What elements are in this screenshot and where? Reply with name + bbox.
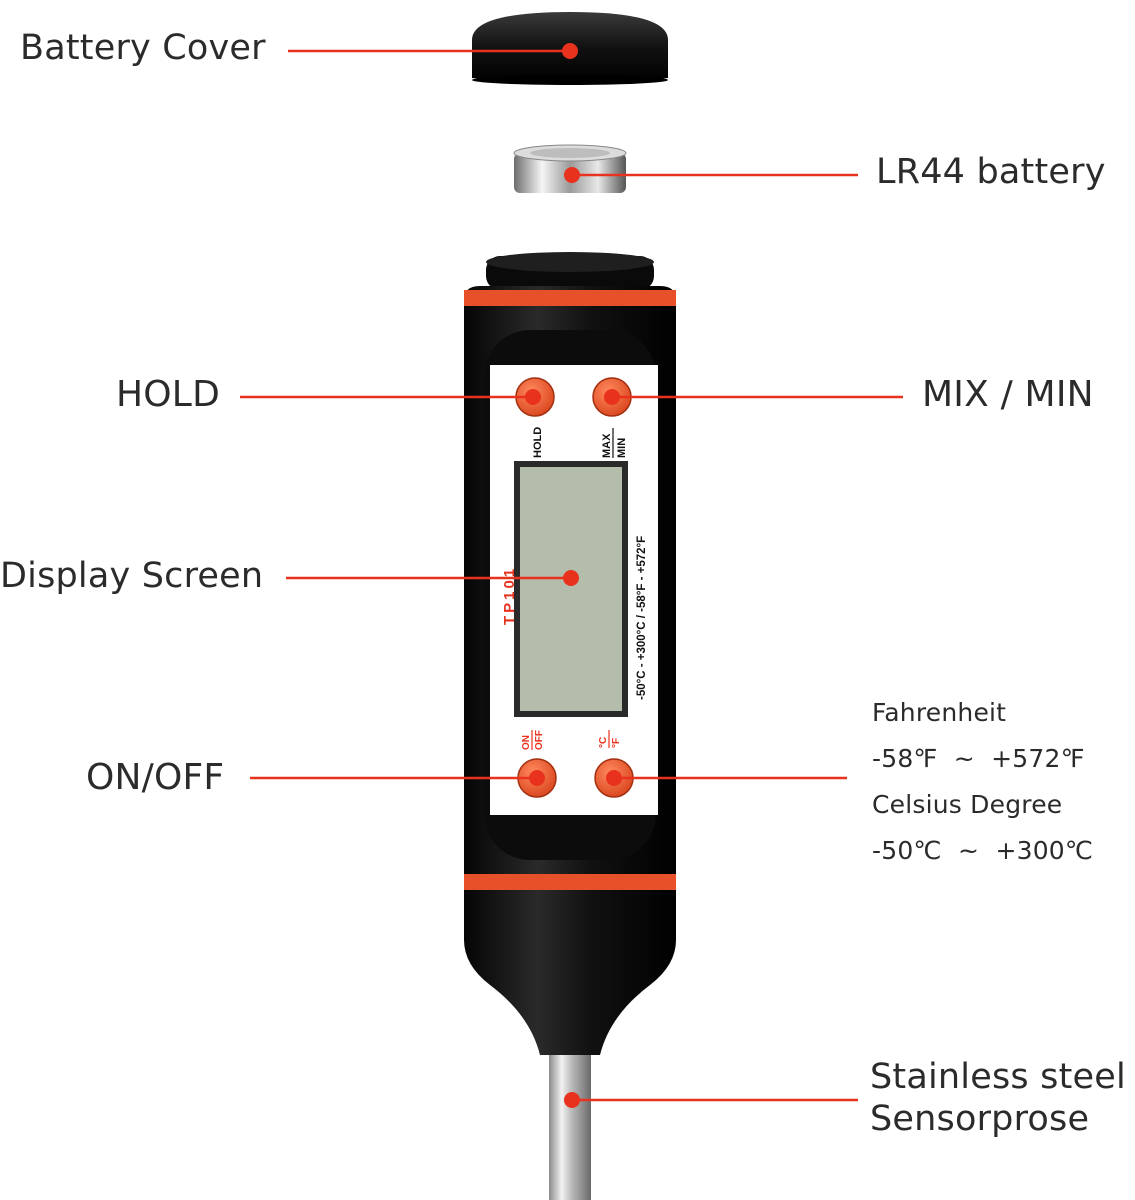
print-min: MIN xyxy=(616,438,628,458)
label-max-min: MIX / MIN xyxy=(922,374,1094,415)
label-battery-cover: Battery Cover xyxy=(20,28,266,68)
thermometer-body xyxy=(464,252,676,1055)
print-hold: HOLD xyxy=(532,427,544,458)
print-spec: -50°C - +300°C / -58°F - +572°F xyxy=(636,536,648,700)
probe-label: Stainless steel Sensorprose xyxy=(870,1056,1135,1140)
print-on: ON xyxy=(521,735,532,750)
dot-probe xyxy=(564,1092,580,1108)
dot-unit xyxy=(606,770,622,786)
print-deg-c: °C xyxy=(598,737,609,748)
range-info: Fahrenheit -58℉ ~ +572℉ Celsius Degree -… xyxy=(872,690,1132,874)
dot-display xyxy=(563,570,579,586)
celsius-range: -50℃ ~ +300℃ xyxy=(872,836,1094,865)
dot-hold xyxy=(525,389,541,405)
dot-max-min xyxy=(604,389,620,405)
dot-on-off xyxy=(529,770,545,786)
dot-battery-cover xyxy=(562,43,578,59)
fahrenheit-range: -58℉ ~ +572℉ xyxy=(872,744,1085,773)
celsius-title: Celsius Degree xyxy=(872,790,1063,819)
label-on-off: ON/OFF xyxy=(86,757,225,798)
print-max: MAX xyxy=(601,433,613,458)
print-model: TP101 xyxy=(501,566,518,625)
fahrenheit-title: Fahrenheit xyxy=(872,698,1007,727)
probe-label-line2: Sensorprose xyxy=(870,1099,1090,1139)
probe-label-line1: Stainless steel xyxy=(870,1057,1126,1097)
leader-lines xyxy=(240,43,903,1108)
probe-part xyxy=(549,1050,591,1200)
print-deg-f: °F xyxy=(611,738,622,748)
label-hold: HOLD xyxy=(116,374,220,415)
dot-battery xyxy=(564,167,580,183)
label-battery: LR44 battery xyxy=(876,152,1106,192)
print-off: OFF xyxy=(534,730,545,750)
label-display-screen: Display Screen xyxy=(0,556,264,596)
device-printing: HOLD MAX MIN TP101 -50°C - +300°C / -58°… xyxy=(501,427,648,750)
